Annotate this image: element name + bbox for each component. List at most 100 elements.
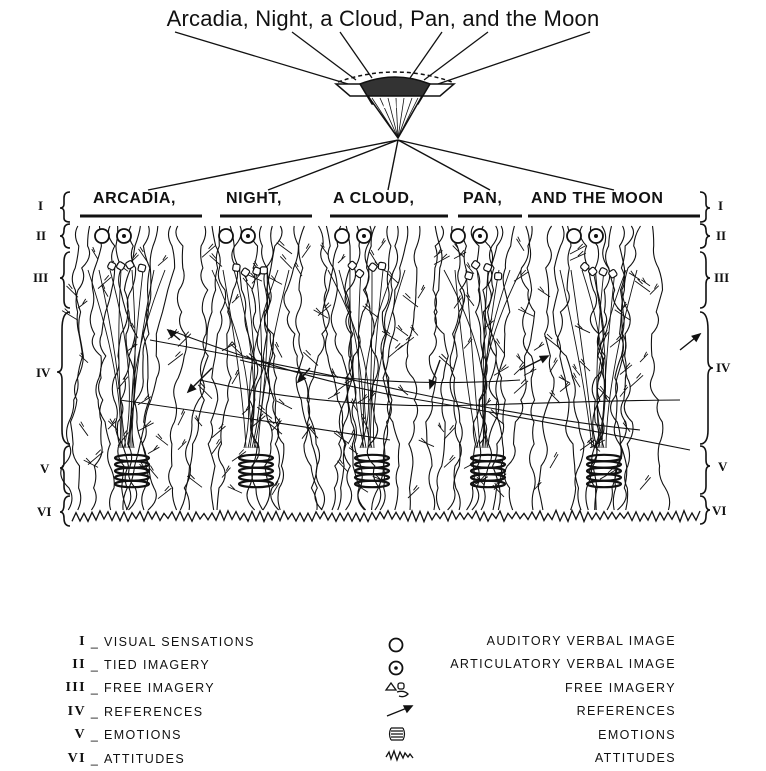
layer-right-5: V [718, 459, 728, 474]
fibre [322, 225, 344, 511]
coil-loop [237, 479, 275, 489]
free-imagery-shape [608, 269, 618, 279]
circle-icon [218, 228, 234, 244]
fibre-branch [622, 420, 631, 432]
reference-arrows [166, 328, 702, 394]
fibre-branch [91, 246, 99, 260]
coil-loop [469, 479, 507, 489]
fibre-branch [437, 422, 445, 433]
fibre [251, 269, 262, 449]
legend-label: ARTICULATORY VERBAL IMAGE [450, 657, 676, 672]
legend-label: EMOTIONS [598, 727, 676, 742]
fibre-branch [211, 438, 222, 454]
reference-arrow [428, 359, 441, 390]
layer-left-6: VI [37, 504, 52, 519]
fibre-branch [148, 465, 159, 479]
reference-arrow [519, 355, 550, 371]
fibre [382, 225, 409, 511]
reference-fibre [199, 379, 681, 407]
layer-left-1: I [38, 198, 44, 213]
fibre [357, 269, 367, 449]
fibre-branch [513, 362, 526, 376]
fibre [465, 269, 481, 449]
fibre [482, 269, 511, 449]
fibre [211, 269, 250, 449]
fibre [605, 269, 638, 449]
fibre-branch [211, 423, 226, 438]
fibre-branch [147, 444, 160, 454]
fibre-branch [465, 262, 475, 275]
free-imagery-shape [377, 261, 387, 271]
layer-right-6: VI [712, 503, 727, 518]
fibre [344, 225, 365, 511]
legend-row: V_EMOTIONS [64, 724, 255, 747]
attitudes-zigzag [71, 508, 701, 524]
fibre [141, 225, 151, 511]
legend-row: ARTICULATORY VERBAL IMAGE [380, 653, 680, 676]
arrow-icon [386, 705, 414, 717]
fibre [454, 269, 479, 449]
fibre-branch [494, 338, 505, 354]
circle-icon [388, 637, 404, 653]
coil-icon [388, 727, 406, 741]
sight-lines [174, 31, 591, 85]
legend-symbols: AUDITORY VERBAL IMAGE ARTICULATORY VERBA… [380, 630, 680, 770]
fibre [98, 269, 123, 449]
layer-left-5: V [40, 461, 50, 476]
legend-row: VI_ATTITUDES [64, 747, 255, 770]
fibre-branch [231, 369, 240, 385]
reference-arrow [186, 367, 213, 394]
fibre [570, 269, 595, 449]
legend-label: TIED IMAGERY [104, 658, 211, 673]
fibre [283, 225, 323, 511]
fibre [109, 269, 130, 449]
circle-dot [246, 234, 250, 238]
circle-icon [566, 228, 582, 244]
reference-fibre [149, 339, 641, 431]
fibre-branch [177, 439, 187, 451]
fibre-branch [433, 248, 443, 258]
fibre-branch [157, 255, 168, 267]
circle-icon [450, 228, 466, 244]
free-imagery-shape [107, 261, 117, 271]
fibre [425, 225, 444, 511]
fibre-branch [493, 364, 509, 376]
free-imagery-icon [384, 681, 409, 698]
fibre [552, 225, 582, 511]
fibre [367, 269, 373, 449]
legend-label: REFERENCES [104, 704, 204, 719]
legend-label: EMOTIONS [104, 728, 182, 743]
legend-row: III_FREE IMAGERY [65, 680, 216, 696]
legend-row: IV_REFERENCES [64, 700, 255, 723]
circle-dot [478, 234, 482, 238]
fibre [87, 269, 121, 449]
fibre [233, 269, 255, 449]
fibre-branch [61, 308, 79, 321]
free-imagery-shape [598, 267, 608, 277]
fibre [363, 269, 395, 449]
fibre [649, 225, 671, 511]
free-imagery-shape [483, 263, 493, 273]
fibre-branch [569, 250, 587, 261]
fibre-branch [629, 373, 644, 388]
fibre-branch [396, 324, 409, 337]
layer-right-3: III [714, 270, 730, 285]
word-and-the-moon: AND THE MOON [531, 190, 664, 207]
fibre-branch [231, 293, 240, 304]
fibre [60, 225, 84, 511]
dotted-circle-icon [388, 660, 404, 676]
fibre-branch [641, 277, 651, 287]
legend-numeral: V [74, 727, 86, 743]
fibre-branch [544, 333, 561, 349]
fibre-branch [569, 243, 586, 255]
coil-loop [113, 479, 151, 489]
legend-row: AUDITORY VERBAL IMAGE [380, 630, 680, 653]
fibre-branch [410, 324, 419, 336]
fibre [596, 269, 627, 449]
legend-label: REFERENCES [576, 704, 676, 719]
fibre [293, 225, 326, 511]
fibre-branch [78, 421, 89, 437]
fibre-branch [549, 451, 559, 469]
coil-loop [353, 479, 391, 489]
